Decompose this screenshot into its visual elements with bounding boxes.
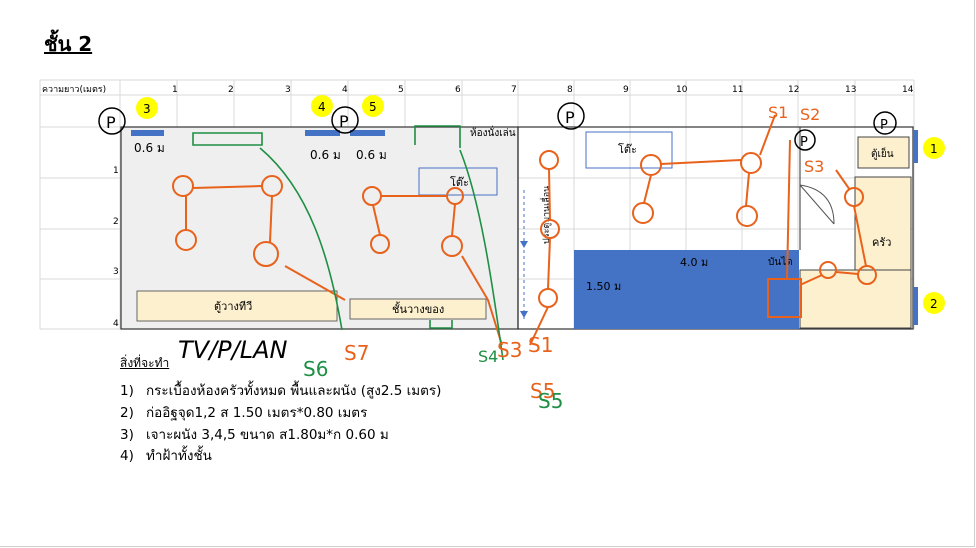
wall-point-1	[913, 130, 918, 163]
play-room-label: ห้องนั่งเล่น	[470, 125, 516, 139]
stairs-label: บันได	[768, 256, 793, 268]
hw-s3b: S3	[804, 157, 824, 176]
x-tick: 5	[398, 85, 404, 95]
kitchen-label: ครัว	[872, 236, 891, 249]
task-item: 1) กระเบื้องห้องครัวทั้งหมด พื้นและผนัง (…	[120, 379, 441, 401]
window-3	[131, 130, 164, 136]
p-label: P	[565, 108, 575, 127]
dim-wid: 1.50 ม	[586, 280, 621, 293]
x-tick: 4	[342, 85, 348, 95]
p-markers	[98, 102, 897, 151]
y-tick: 2	[113, 217, 119, 227]
hw-s5b: S5	[530, 379, 555, 403]
x-tick: 7	[511, 85, 517, 95]
marker-label: 5	[369, 100, 377, 114]
dim-w2: 0.6 ม	[310, 148, 341, 162]
table-left	[418, 167, 498, 196]
balcony-area	[574, 250, 799, 329]
table-left-label: โต๊ะ	[450, 175, 469, 189]
y-tick: 1	[113, 166, 119, 176]
hw-s3: S3	[497, 338, 522, 362]
tv-cabinet-label: ตู้วางทีวี	[214, 300, 252, 313]
kitchen-join	[856, 271, 910, 327]
tv-cabinet	[136, 290, 338, 322]
task-text: เจาะผนัง 3,4,5 ขนาด ส1.80ม*ก 0.60 ม	[146, 427, 389, 443]
task-num: 3)	[120, 427, 134, 443]
task-item: 4) ทำฝ้าทั้งชั้น	[120, 444, 212, 466]
p-label: P	[880, 118, 888, 133]
table-right-label: โต๊ะ	[618, 142, 637, 156]
marker-label: 3	[143, 102, 151, 116]
x-tick: 11	[732, 85, 743, 95]
markers: 3 4 5 1 2	[136, 95, 945, 314]
task-text: กระเบื้องห้องครัวทั้งหมด พื้นและผนัง (สู…	[146, 383, 442, 399]
hw-s2: S2	[800, 105, 820, 124]
marker-label: 1	[930, 142, 938, 156]
tv-note: TV/P/LAN	[178, 336, 288, 364]
dim-w1: 0.6 ม	[134, 141, 165, 155]
hw-s1: S1	[528, 333, 553, 357]
shelf	[349, 298, 487, 320]
tasks-heading: สิ่งที่จะทำ	[120, 356, 170, 370]
hw-s7: S7	[344, 341, 369, 365]
task-item: 2) ก่ออิฐจุด1,2 ส 1.50 เมตร*0.80 เมตร	[120, 401, 367, 423]
x-tick: 12	[788, 85, 799, 95]
wall-point-2	[913, 287, 918, 325]
hw-s4: S4	[478, 347, 498, 366]
dim-len: 4.0 ม	[680, 256, 708, 269]
fridge-label: ตู้เย็น	[871, 146, 894, 160]
task-num: 1)	[120, 383, 134, 399]
x-tick: 3	[285, 85, 291, 95]
fridge	[857, 136, 910, 169]
x-tick: 8	[567, 85, 573, 95]
page-title: ชั้น 2	[44, 32, 93, 56]
x-tick: 13	[845, 85, 856, 95]
table-right	[585, 131, 673, 169]
marker-label: 4	[318, 100, 326, 114]
network-sketch	[192, 125, 504, 361]
hw-s6: S6	[303, 357, 328, 381]
x-tick: 10	[676, 85, 688, 95]
task-text: ทำฝ้าทั้งชั้น	[146, 448, 212, 464]
task-text: ก่ออิฐจุด1,2 ส 1.50 เมตร*0.80 เมตร	[146, 405, 368, 421]
dim-w3: 0.6 ม	[356, 148, 387, 162]
y-tick: 3	[113, 267, 119, 277]
electrical-sketch	[172, 114, 877, 346]
hw-s5: S5	[538, 389, 563, 413]
marker-label: 2	[930, 297, 938, 311]
p-label: P	[106, 113, 116, 132]
task-num: 4)	[120, 448, 134, 464]
task-item: 3) เจาะผนัง 3,4,5 ขนาด ส1.80ม*ก 0.60 ม	[120, 423, 389, 445]
task-num: 2)	[120, 405, 134, 421]
x-tick: 2	[228, 85, 234, 95]
window-4	[305, 130, 340, 136]
y-ticks: 1 2 3 4	[113, 166, 119, 329]
x-ticks: 1 2 3 4 5 6 7 8 9 10 11 12 13 14	[172, 85, 914, 95]
p-label: P	[800, 135, 808, 150]
x-tick: 9	[623, 85, 629, 95]
x-tick: 1	[172, 85, 178, 95]
shelf-label: ชั้นวางของ	[392, 301, 444, 316]
x-tick: 14	[902, 85, 914, 95]
p-label: P	[339, 112, 349, 131]
axis-label: ความยาว(เมตร)	[42, 85, 106, 95]
window-5	[350, 130, 385, 136]
x-tick: 6	[455, 85, 461, 95]
hw-s1-top: S1	[768, 103, 788, 122]
y-tick: 4	[113, 319, 119, 329]
